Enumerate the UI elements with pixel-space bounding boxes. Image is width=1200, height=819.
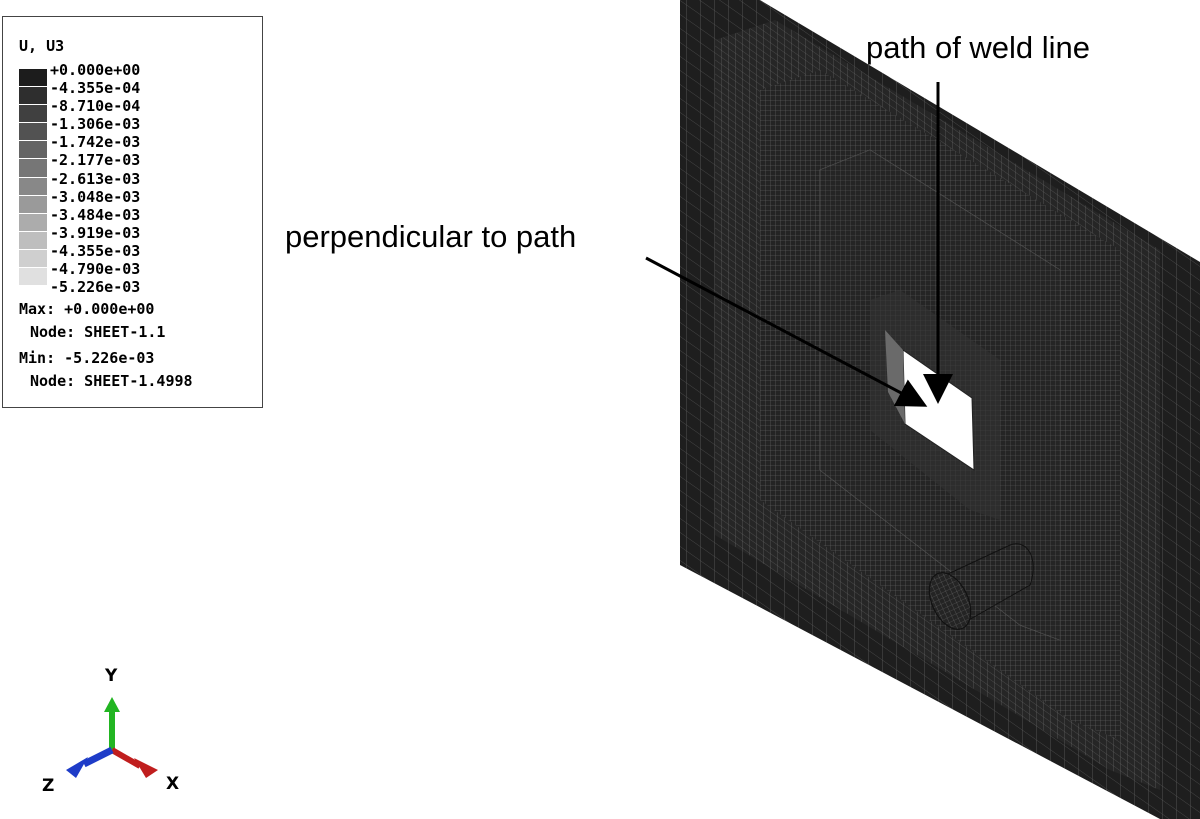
- legend-min-label: Min: -5.226e-03: [19, 349, 155, 367]
- perpendicular-arrow: [645, 256, 928, 407]
- legend-swatch: [19, 249, 47, 269]
- legend-swatch: [19, 87, 47, 106]
- legend-value: -2.613e-03: [50, 169, 141, 188]
- legend-values: +0.000e+00-4.355e-04-8.710e-04-1.306e-03…: [50, 61, 140, 296]
- triad-z-label: Z: [42, 776, 55, 796]
- legend-swatch: [19, 159, 47, 178]
- legend-swatch: [19, 213, 47, 232]
- legend-title: U, U3: [19, 37, 65, 55]
- legend-min-node: Node: SHEET-1.4998: [30, 372, 193, 390]
- weld-line-annotation: path of weld line: [866, 30, 1091, 65]
- legend-swatch: [19, 231, 47, 250]
- legend-swatch: [19, 141, 47, 160]
- z-axis-arrow-icon: [66, 757, 88, 778]
- legend-swatch: [19, 69, 47, 88]
- legend-value: -5.226e-03: [50, 278, 141, 297]
- legend-swatch: [19, 268, 47, 287]
- legend-value: -4.790e-03: [50, 260, 141, 279]
- legend-value: -3.919e-03: [50, 223, 141, 242]
- perpendicular-annotation: perpendicular to path: [285, 219, 577, 254]
- legend-panel: U, U3 +0.000e+00-4.355e-04-8.710e-04-1.3…: [2, 16, 263, 408]
- cylinder-indenter: [928, 543, 1034, 630]
- legend-value: -4.355e-03: [50, 241, 141, 260]
- legend-value: -8.710e-04: [50, 97, 141, 116]
- legend-max-label: Max: +0.000e+00: [19, 300, 155, 318]
- x-axis-arrow-icon: [134, 758, 158, 778]
- legend-swatch: [19, 105, 47, 124]
- legend-value: +0.000e+00: [50, 61, 141, 79]
- legend-swatch: [19, 123, 47, 142]
- legend-value: -3.048e-03: [50, 187, 141, 206]
- legend-max-node: Node: SHEET-1.1: [30, 323, 166, 341]
- y-axis-arrow-icon: [104, 697, 120, 712]
- legend-color-bar: [19, 69, 47, 287]
- legend-value: -4.355e-04: [50, 79, 141, 98]
- legend-value: -2.177e-03: [50, 151, 141, 170]
- triad-y-label: Y: [105, 666, 118, 686]
- legend-swatch: [19, 195, 47, 214]
- legend-value: -1.306e-03: [50, 115, 141, 134]
- legend-value: -3.484e-03: [50, 205, 141, 224]
- triad-x-label: X: [166, 774, 180, 794]
- axis-triad: [66, 697, 158, 778]
- legend-value: -1.742e-03: [50, 133, 141, 152]
- legend-swatch: [19, 177, 47, 196]
